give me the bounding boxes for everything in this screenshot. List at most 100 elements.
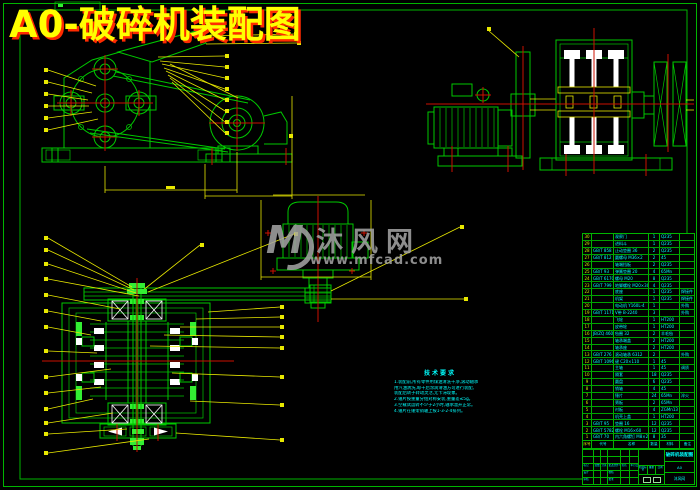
- part-code: [591, 240, 613, 247]
- part-number: 26: [584, 261, 590, 267]
- part-number: 8: [585, 386, 589, 392]
- revision-row: [583, 450, 638, 457]
- part-name: V带 B-2240: [613, 309, 648, 316]
- part-qty: 2: [648, 344, 659, 351]
- part-remark: 淬火: [679, 392, 694, 399]
- revision-labels-row: 标记 处数 分区 更改文件号 签名 年月日: [583, 464, 638, 471]
- part-code: [591, 261, 613, 268]
- part-number: 7: [585, 393, 589, 399]
- watermark-logo-icon: M: [266, 218, 304, 262]
- parts-list-row: 1 GB/T 70 内六角螺钉 M8×25 8 35: [583, 433, 694, 441]
- part-name: 销轴: [613, 385, 648, 392]
- notes-heading: 技术要求: [424, 370, 457, 377]
- part-number: 23: [584, 282, 590, 288]
- part-code: GB/T 1171: [591, 309, 613, 316]
- parts-list-row: 2 GB/T 5782 螺栓 M16×60 12 Q235: [583, 426, 694, 434]
- part-number: 10: [584, 372, 590, 378]
- part-name: 螺栓 M16×60: [613, 427, 648, 434]
- part-qty: 3: [648, 309, 659, 316]
- leader-callouts-left: [44, 68, 99, 132]
- part-name: 机架: [613, 296, 648, 303]
- part-remark: [679, 372, 694, 379]
- part-remark: [679, 379, 694, 385]
- part-name: 飞轮: [613, 316, 648, 323]
- part-code: GB/T 95: [591, 420, 613, 427]
- part-number: 18: [584, 317, 590, 323]
- title-block: 标记 处数 分区 更改文件号 签名 年月日 设计 校核 审核 批准 阶段标记 重…: [582, 449, 695, 485]
- notes-line: 装配后转子转动灵活,无卡滞现象。: [394, 391, 460, 397]
- part-material: 65Mn: [659, 399, 679, 406]
- view-motor-top: [83, 194, 468, 322]
- part-name: 观察门: [613, 234, 648, 240]
- part-remark: [679, 358, 694, 365]
- part-material: Q235: [659, 240, 679, 247]
- part-material: HT200: [659, 316, 679, 323]
- part-code: [591, 365, 613, 372]
- part-remark: [679, 399, 694, 406]
- part-qty: 12: [648, 427, 659, 434]
- part-code: GB/T 6170: [591, 275, 613, 282]
- part-qty: 1: [648, 303, 659, 309]
- part-material: HT200: [659, 413, 679, 420]
- part-material: ZGMn13: [659, 406, 678, 413]
- part-remark: 外购: [679, 309, 694, 316]
- part-qty: 2: [648, 261, 659, 268]
- part-remark: [679, 316, 694, 323]
- parts-list-row: 17 皮带轮 1 HT200: [583, 322, 694, 330]
- part-code: GB/T 93: [591, 268, 613, 275]
- header-remark: 备注: [679, 441, 694, 449]
- notes-body: 1.装配前,所有零件用煤油清洗干净,滚动轴承 用汽油清洗,晾干后涂润滑油方可进行…: [394, 380, 524, 414]
- part-code: [591, 234, 613, 240]
- part-name: 滚动轴承 6312: [613, 351, 648, 358]
- part-code: [591, 296, 613, 303]
- part-material: [659, 351, 679, 358]
- part-name: 电动机 Y160L-4: [613, 303, 648, 309]
- part-qty: 1: [648, 413, 659, 420]
- part-number: 16: [584, 330, 590, 336]
- part-material: HT200: [659, 344, 679, 351]
- part-code: [591, 406, 613, 413]
- part-remark: [679, 282, 694, 289]
- part-name: 圆螺母 M36×2: [613, 254, 648, 261]
- drawing-name-cell: 破碎机装配图: [665, 450, 694, 462]
- part-material: Q235: [659, 282, 679, 289]
- parts-list-row: 22 底座 1 Q235 焊接件: [583, 288, 694, 296]
- parts-list-row: 12 GB/T 1096 键 C20×110 1 45: [583, 357, 694, 365]
- part-number: 14: [584, 344, 590, 350]
- parts-list-row: 29 进料斗 1 Q235: [583, 239, 694, 247]
- part-qty: 6: [648, 379, 659, 385]
- parts-list-row: 23 GB/T 799 地脚螺栓 M20×300 4 Q235: [583, 281, 694, 289]
- part-qty: 1: [648, 365, 659, 372]
- parts-list-row: 24 GB/T 6170 螺母 M20 8 Q235: [583, 274, 694, 282]
- part-code: GB/T 799: [591, 282, 612, 289]
- part-remark: 焊接件: [679, 296, 693, 303]
- part-number: 19: [584, 310, 590, 316]
- part-name: 隔套: [613, 372, 648, 379]
- part-material: Q235: [659, 261, 679, 268]
- part-code: [591, 323, 613, 330]
- part-name: 轴端挡板: [613, 261, 648, 268]
- part-qty: 2: [648, 254, 659, 261]
- parts-list-row: 21 机架 1 Q235 焊接件: [583, 295, 694, 303]
- part-code: [591, 289, 613, 296]
- parts-list-row: 9 圆盘 6 Q235: [583, 378, 694, 385]
- part-remark: [679, 434, 694, 441]
- part-code: [591, 316, 613, 323]
- view-front-elevation: [426, 27, 694, 176]
- part-material: 45: [659, 385, 679, 392]
- header-material: 材料: [659, 441, 679, 449]
- page-title: A0-破碎机装配图: [9, 3, 301, 46]
- part-name: 轴承座: [613, 344, 648, 351]
- part-name: 筛板: [613, 399, 648, 406]
- part-material: 45: [659, 254, 679, 261]
- part-name: 进料斗: [613, 240, 648, 247]
- part-remark: [679, 413, 694, 420]
- part-material: HT200: [659, 337, 679, 344]
- part-material: Q235: [659, 289, 679, 296]
- technical-notes: 技术要求 1.装配前,所有零件用煤油清洗干净,滚动轴承 用汽油清洗,晾干后涂润滑…: [394, 368, 524, 414]
- part-qty: 2: [648, 399, 659, 406]
- part-qty: 1: [648, 289, 659, 296]
- drawing-org-cell: 沐风网: [673, 475, 686, 481]
- header-name: 名称: [613, 441, 648, 449]
- stage-box: [652, 476, 661, 483]
